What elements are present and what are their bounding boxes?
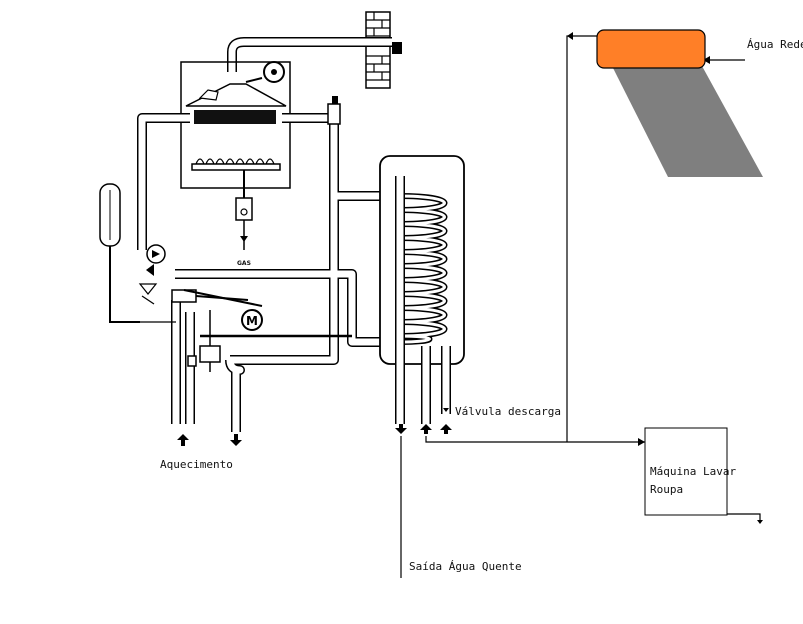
- gas-valve: GAS: [235, 197, 253, 267]
- tank-arrows: [395, 408, 452, 434]
- circulation-pump: [138, 244, 166, 305]
- label-maquina-line1: Máquina Lavar: [650, 465, 736, 478]
- motor-label: M: [246, 314, 258, 328]
- boiler-casing: [180, 61, 291, 198]
- diverter-valve: M: [171, 289, 352, 372]
- solar-collector: [596, 29, 763, 177]
- label-valvula-descarga: Válvula descarga: [455, 405, 561, 418]
- heating-arrows: [177, 434, 242, 446]
- air-vent: [327, 96, 341, 125]
- arrow-up-icon: [177, 434, 189, 446]
- flue-pipe: [227, 37, 392, 72]
- pipework: [137, 113, 398, 432]
- arrow-down-icon: [230, 434, 242, 446]
- supply-lines: [400, 35, 761, 578]
- label-agua-rede: Água Rede: [747, 38, 803, 51]
- arrow-up-icon: [440, 424, 452, 434]
- label-aquecimento: Aquecimento: [160, 458, 233, 471]
- label-saida-agua-quente: Saída Água Quente: [409, 560, 522, 573]
- label-maquina-line2: Roupa: [650, 483, 683, 496]
- solar-panel: [612, 66, 763, 177]
- expansion-vessel: [99, 183, 176, 323]
- hot-water-tank: [379, 155, 465, 424]
- solar-header-tank: [596, 29, 706, 69]
- washing-machine: [644, 427, 728, 516]
- arrow-down-icon: [395, 424, 407, 434]
- arrow-up-icon: [420, 424, 432, 434]
- chimney: [365, 11, 402, 89]
- gas-label: GAS: [237, 260, 251, 267]
